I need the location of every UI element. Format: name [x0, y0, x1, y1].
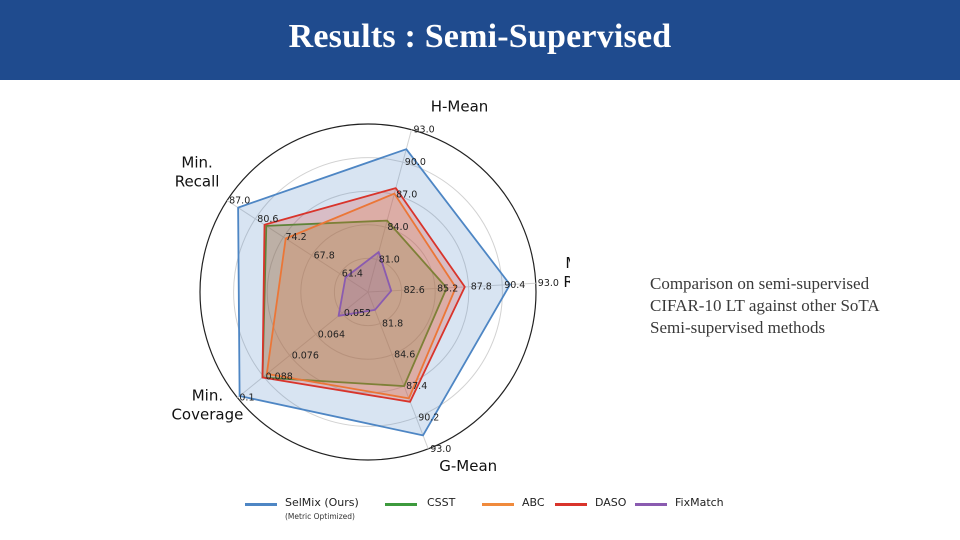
radar-spoke [226, 200, 369, 293]
legend-label-fixmatch: FixMatch [675, 496, 724, 509]
series-polygon-abc [265, 192, 457, 400]
series-polygon-csst [261, 219, 448, 388]
tick-label: 0.064 [318, 329, 345, 340]
axis-label-h-mean: H-Mean [431, 98, 489, 116]
tick-label: 0.1 [239, 393, 254, 404]
radar-outer-circle [199, 123, 537, 461]
legend-swatch-abc [482, 503, 514, 506]
axis-label-mean-recall: Mean [565, 254, 570, 272]
radar-spoke [367, 282, 536, 293]
series-polygon-daso [261, 187, 466, 403]
legend-label-abc: ABC [522, 496, 545, 509]
tick-label: 0.088 [266, 372, 293, 383]
tick-label: 93.0 [414, 125, 435, 136]
radar-spoke [237, 291, 369, 399]
tick-label: 87.0 [229, 196, 250, 207]
legend-swatch-fixmatch [635, 503, 667, 506]
tick-label: 82.6 [404, 285, 425, 296]
legend-swatch-csst [385, 503, 417, 506]
tick-label: 85.2 [437, 284, 458, 295]
axis-label-min-coverage: Coverage [171, 406, 243, 424]
series-polygon-fixmatch [337, 251, 393, 317]
legend-swatch-daso [555, 503, 587, 506]
radar-spoke [367, 129, 412, 293]
radar-chart: 81.0 84.0 87.0 90.0 93.0 82.6 85.2 87.8 90.4 93.0… [171, 98, 570, 475]
tick-label: 81.8 [382, 318, 403, 329]
tick-label: 61.4 [342, 269, 363, 280]
caption-line: CIFAR-10 LT against other SoTA [650, 296, 880, 315]
tick-label: 67.8 [314, 250, 335, 261]
legend-label-csst: CSST [427, 496, 456, 509]
series-polygon-selmix-ours [237, 148, 511, 437]
axis-label-min-recall: Recall [175, 173, 220, 191]
title-bar: Results : Semi-Supervised [0, 0, 960, 80]
tick-label: 80.6 [257, 214, 278, 225]
tick-label: 87.4 [406, 381, 427, 392]
caption-line: Comparison on semi-supervised [650, 274, 870, 293]
axis-label-min-coverage: Min. [192, 387, 223, 405]
axis-label-min-recall: Min. [181, 154, 212, 172]
legend-sublabel-selmix: (Metric Optimized) [285, 512, 355, 521]
slide-title: Results : Semi-Supervised [288, 18, 672, 55]
radar-spoke [367, 291, 429, 450]
tick-label: 93.0 [430, 444, 451, 455]
radar-grid-ring [333, 257, 403, 327]
radar-grid-ring [300, 224, 436, 360]
caption-line: Semi-supervised methods [650, 318, 826, 337]
tick-label: 81.0 [379, 255, 400, 266]
tick-label: 90.2 [418, 413, 439, 424]
tick-label: 90.4 [504, 280, 525, 291]
legend-swatch-selmix [245, 503, 277, 506]
radar-grid-ring [266, 190, 470, 394]
legend-label-selmix: SelMix (Ours) [285, 496, 359, 509]
tick-label: 87.8 [471, 282, 492, 293]
tick-label: 93.0 [538, 278, 559, 289]
legend-label-daso: DASO [595, 496, 627, 509]
tick-label: 0.052 [344, 308, 371, 319]
tick-label: 74.2 [286, 232, 307, 243]
tick-label: 84.0 [387, 222, 408, 233]
radar-grid-ring [233, 157, 503, 427]
tick-label: 87.0 [396, 190, 417, 201]
chart-caption: Comparison on semi-supervised CIFAR-10 L… [650, 273, 950, 339]
tick-label: 84.6 [394, 350, 415, 361]
axis-label-mean-recall: Recall [563, 273, 570, 291]
tick-label: 0.076 [292, 350, 319, 361]
axis-label-g-mean: G-Mean [439, 457, 497, 475]
tick-label: 90.0 [405, 157, 426, 168]
